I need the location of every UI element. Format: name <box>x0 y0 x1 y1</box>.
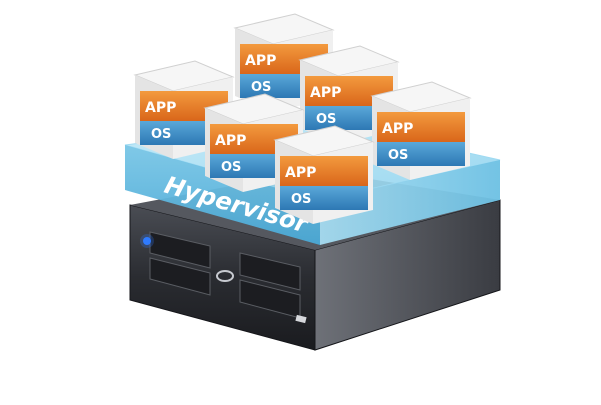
drive-bays <box>149 231 301 319</box>
vm-app-label: APP <box>285 165 316 181</box>
vm-os-label: OS <box>221 160 241 175</box>
vm-app-label: APP <box>245 53 276 69</box>
vm-app-label: APP <box>382 121 413 137</box>
vm-os-label: OS <box>388 148 408 163</box>
vm-box-6: APP OS <box>273 125 375 224</box>
usb-port-icon <box>295 314 307 324</box>
vm-os-label: OS <box>316 112 336 127</box>
vm-os-label: OS <box>151 127 171 142</box>
power-button-icon <box>216 270 234 282</box>
vm-box-5: APP OS <box>370 81 472 180</box>
power-led-icon <box>143 237 151 245</box>
vm-box-2: APP OS <box>133 60 235 159</box>
vm-app-label: APP <box>215 133 246 149</box>
vm-os-label: OS <box>291 192 311 207</box>
vm-app-label: APP <box>145 100 176 116</box>
vm-app-label: APP <box>310 85 341 101</box>
vm-os-label: OS <box>251 80 271 95</box>
